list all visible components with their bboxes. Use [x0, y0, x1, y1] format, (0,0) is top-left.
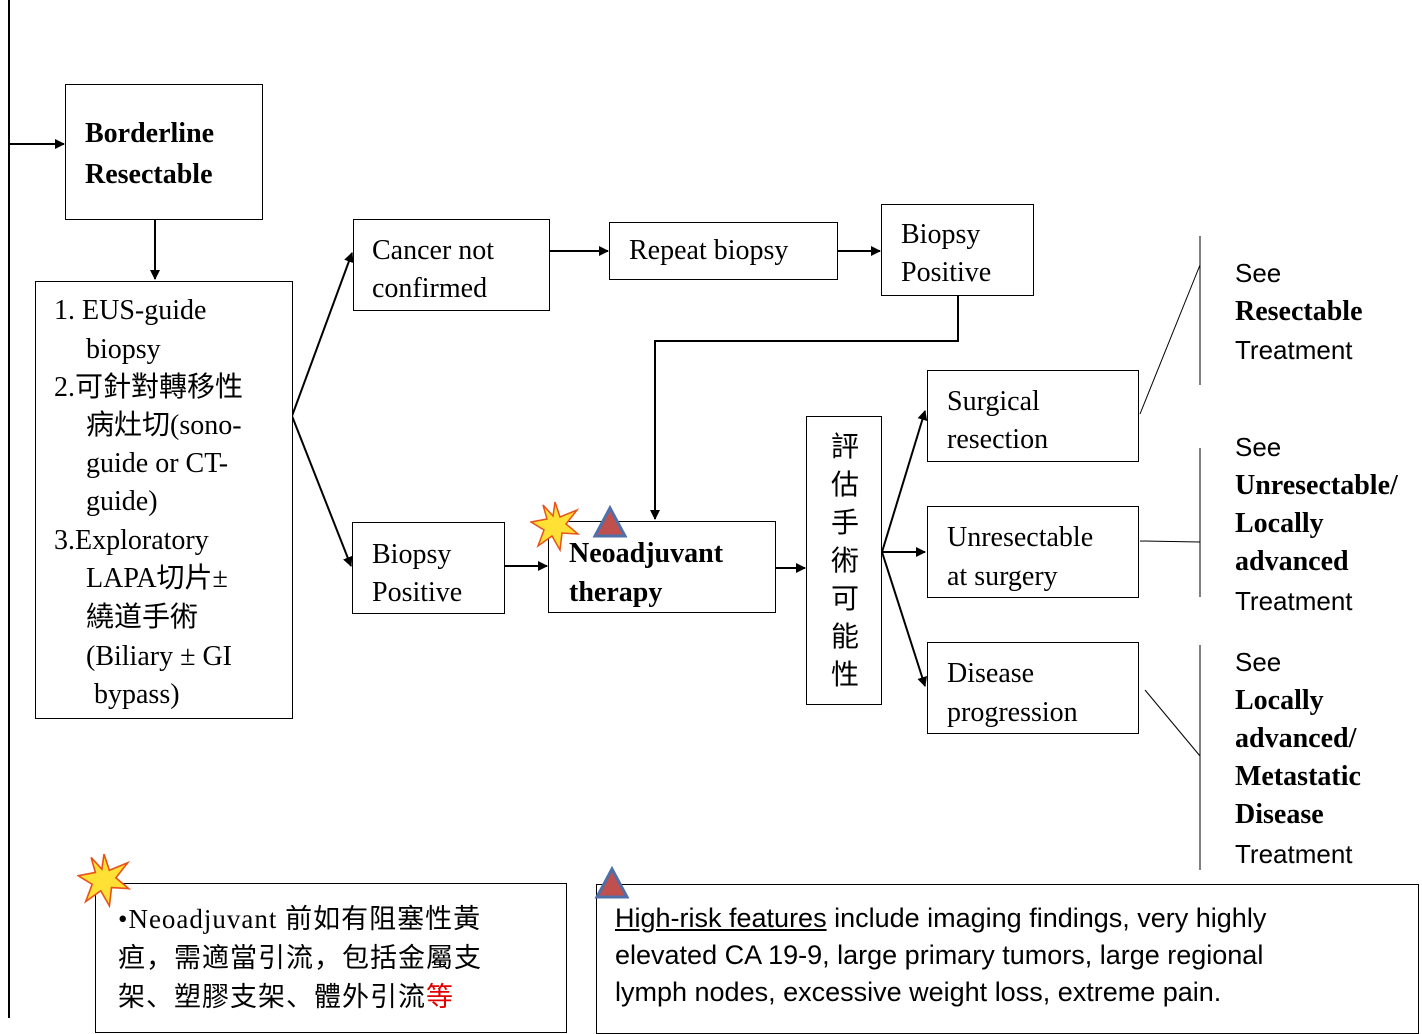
biopsy-positive-bottom-box: Biopsy Positive: [352, 522, 505, 614]
assess-char: 能: [831, 622, 860, 653]
see-bold: Locally: [1235, 685, 1324, 716]
assess-char: 可: [831, 584, 860, 615]
cancer-not-confirmed-line1: Cancer not: [372, 235, 495, 266]
repeat-biopsy-box: Repeat biopsy: [609, 222, 838, 280]
star-icon: [530, 501, 580, 552]
workup-line: bypass): [94, 679, 180, 710]
biopsy-positive-top-box: Biopsy Positive: [881, 204, 1034, 296]
note-line: •Neoadjuvant 前如有阻塞性黃: [118, 904, 482, 934]
assess-char: 估: [831, 470, 860, 501]
unresectable-at-surgery-box: Unresectable at surgery: [927, 506, 1139, 598]
note-line: High-risk features include imaging findi…: [615, 899, 1266, 937]
note-line: 架、塑膠支架、體外引流等: [118, 978, 454, 1016]
workup-line: 1. EUS-guide: [54, 295, 207, 326]
note-line-text: 架、塑膠支架、體外引流: [118, 982, 426, 1012]
repeat-biopsy-label: Repeat biopsy: [629, 235, 789, 266]
star-icon: [77, 853, 131, 908]
triangle-icon: [592, 505, 628, 538]
borderline-label-line1: Borderline: [85, 118, 215, 149]
workup-line: 病灶切(sono-: [86, 410, 242, 441]
see-label: See: [1235, 258, 1282, 288]
note-line: lymph nodes, excessive weight loss, extr…: [615, 977, 1222, 1007]
see-bold: Locally: [1235, 508, 1324, 539]
disease-progression-box: Disease progression: [927, 642, 1139, 734]
see-bold: advanced/: [1235, 723, 1357, 754]
workup-line: 繞道手術: [86, 602, 199, 633]
assess-char: 手: [831, 508, 860, 539]
workup-line: LAPA切片±: [86, 563, 228, 594]
note-line-text: include imaging findings, very highly: [826, 903, 1267, 933]
see-bold: Disease: [1235, 799, 1324, 830]
neoadjuvant-line2: therapy: [569, 577, 663, 608]
surgical-resection-box: Surgical resection: [927, 370, 1139, 462]
workup-line: guide or CT-: [86, 448, 229, 479]
cancer-not-confirmed-box: Cancer not confirmed: [353, 219, 550, 311]
workup-line: 2.可針對轉移性: [54, 372, 244, 403]
high-risk-features-link[interactable]: High-risk features: [615, 903, 827, 933]
note-line: 疸，需適當引流，包括金屬支: [118, 943, 482, 973]
see-bold: Resectable: [1235, 296, 1363, 327]
see-label: See: [1235, 647, 1282, 677]
biopsy-positive-top-line1: Biopsy: [901, 219, 981, 250]
biopsy-positive-bottom-line2: Positive: [372, 577, 463, 608]
assess-char: 評: [831, 432, 860, 463]
neoadjuvant-line1: Neoadjuvant: [569, 538, 724, 569]
neoadjuvant-drainage-note: •Neoadjuvant 前如有阻塞性黃 疸，需適當引流，包括金屬支 架、塑膠支…: [95, 883, 567, 1033]
unresectable-line2: at surgery: [947, 561, 1058, 592]
assess-char: 術: [831, 546, 860, 577]
assess-char: 性: [831, 660, 860, 691]
treatment-label: Treatment: [1235, 335, 1353, 365]
neoadjuvant-therapy-box: Neoadjuvant therapy: [548, 521, 776, 613]
cancer-not-confirmed-line2: confirmed: [372, 273, 488, 304]
workup-line: guide): [86, 486, 158, 517]
workup-line: 3.Exploratory: [54, 525, 209, 556]
workup-options-box: 1. EUS-guide biopsy 2.可針對轉移性 病灶切(sono- g…: [35, 281, 293, 719]
borderline-label-line2: Resectable: [85, 159, 213, 190]
see-bold: Unresectable/: [1235, 470, 1398, 501]
surgical-line1: Surgical: [947, 386, 1040, 417]
high-risk-features-note: High-risk features include imaging findi…: [596, 884, 1419, 1034]
see-label: See: [1235, 432, 1282, 462]
see-bold: advanced: [1235, 546, 1349, 577]
note-red-text: 等: [426, 982, 454, 1012]
see-bold: Metastatic: [1235, 761, 1361, 792]
progression-line1: Disease: [947, 658, 1035, 689]
unresectable-line1: Unresectable: [947, 522, 1094, 553]
biopsy-positive-bottom-line1: Biopsy: [372, 539, 452, 570]
triangle-icon: [594, 866, 630, 899]
assess-resectability-box: 評 估 手 術 可 能 性: [806, 416, 882, 705]
borderline-resectable-box: Borderline Resectable: [65, 84, 263, 220]
progression-line2: progression: [947, 697, 1078, 728]
workup-line: biopsy: [86, 334, 161, 365]
treatment-label: Treatment: [1235, 839, 1353, 869]
surgical-line2: resection: [947, 424, 1049, 455]
biopsy-positive-top-line2: Positive: [901, 257, 992, 288]
workup-line: (Biliary ± GI: [86, 641, 233, 672]
treatment-label: Treatment: [1235, 586, 1353, 616]
note-line: elevated CA 19-9, large primary tumors, …: [615, 940, 1264, 970]
